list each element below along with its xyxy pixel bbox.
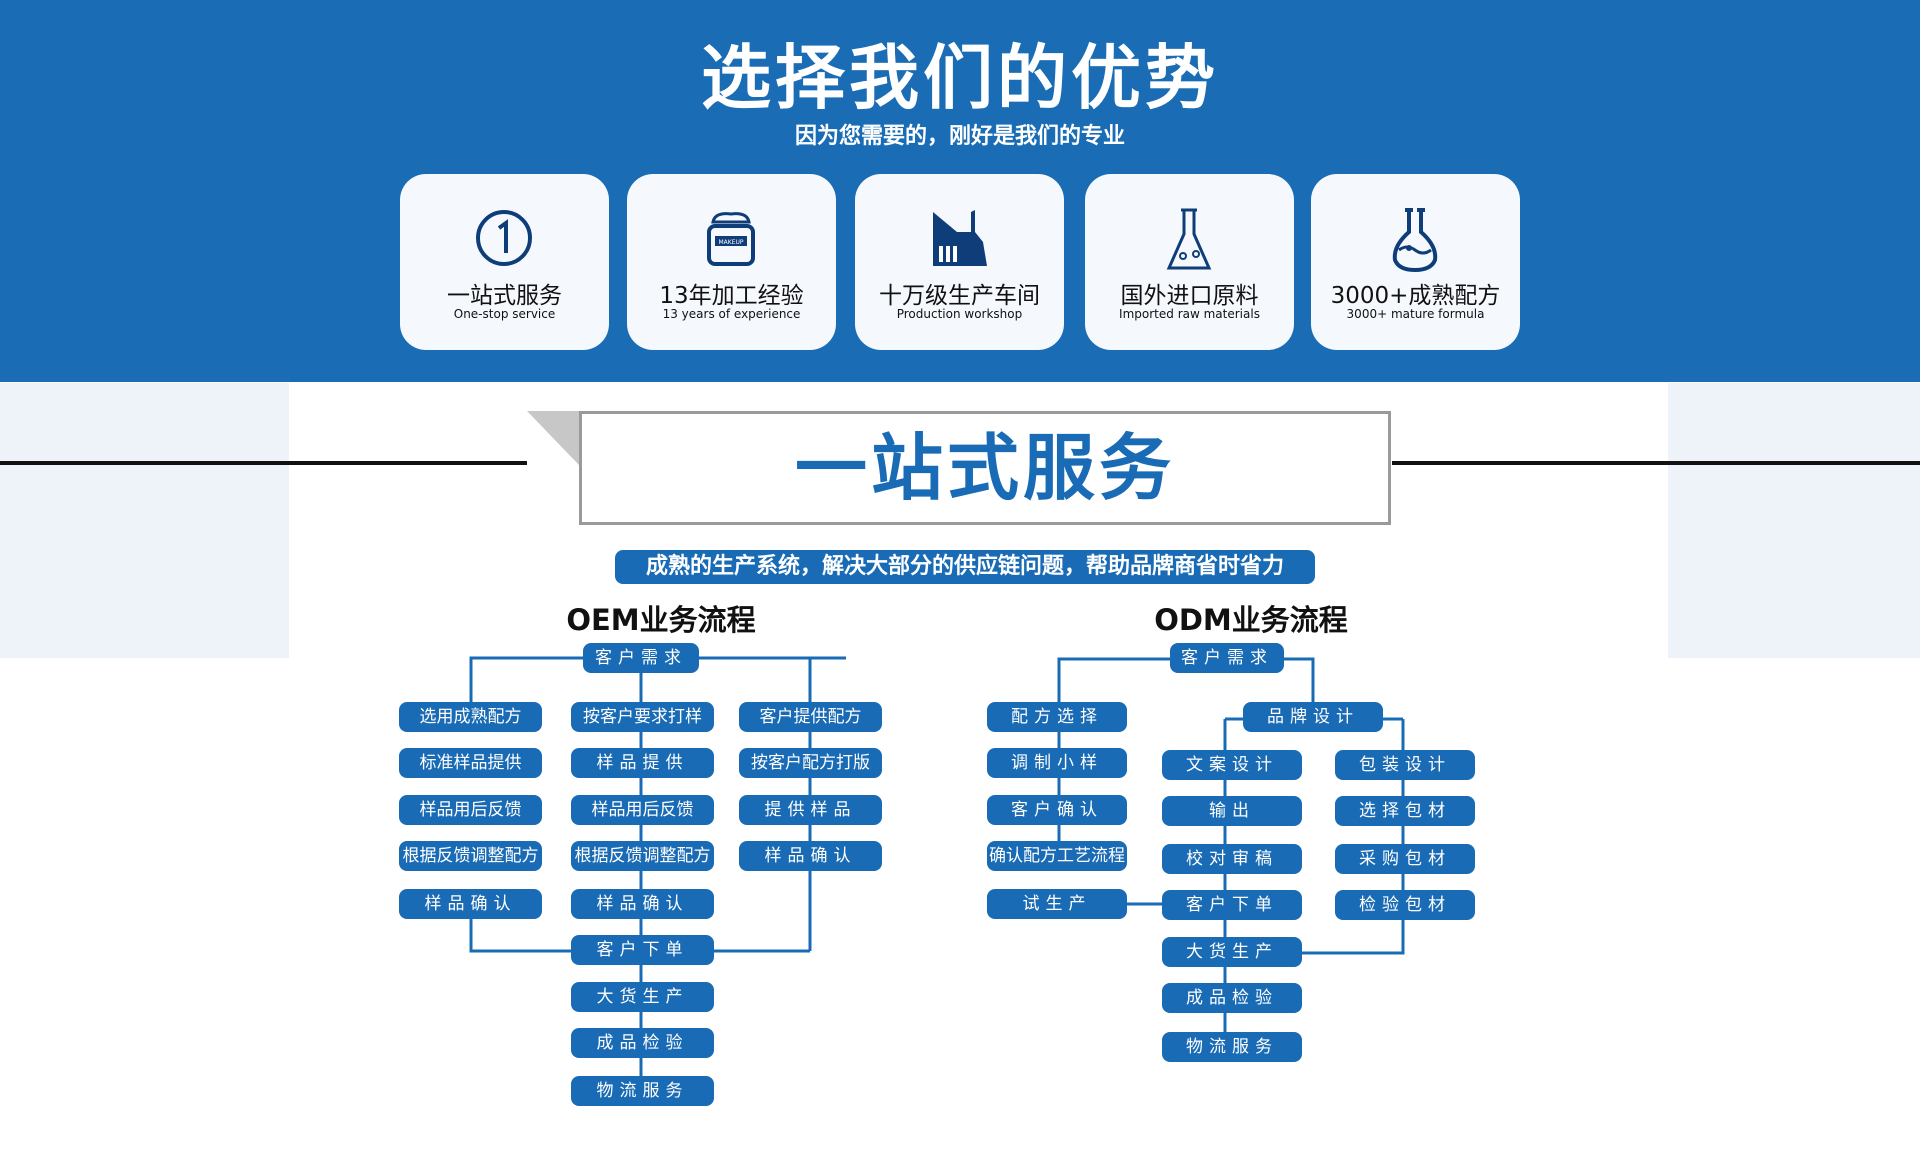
section-banner: 成熟的生产系统，解决大部分的供应链问题，帮助品牌商省时省力 <box>615 550 1315 584</box>
odm-flow-step: 确认配方工艺流程 <box>987 841 1127 871</box>
oem-flow-step: 样品提供 <box>571 748 714 778</box>
card-subtitle: 3000+ mature formula <box>1346 307 1485 321</box>
odm-flow-step: 客户需求 <box>1170 643 1284 673</box>
oem-flow-step: 大货生产 <box>571 982 714 1012</box>
odm-flow-step: 采购包材 <box>1335 844 1475 874</box>
odm-flow-step: 大货生产 <box>1162 937 1302 967</box>
feature-card-one-stop: 一站式服务 One-stop service <box>400 174 609 350</box>
odm-flow-step: 校对审稿 <box>1162 844 1302 874</box>
oem-flow-step: 根据反馈调整配方 <box>571 841 714 871</box>
page-title: 选择我们的优势 <box>701 37 1219 119</box>
feature-card-formula: 3000+成熟配方 3000+ mature formula <box>1311 174 1520 350</box>
svg-text:MAKEUP: MAKEUP <box>718 239 743 246</box>
oem-flow-step: 选用成熟配方 <box>399 702 542 732</box>
oem-flow-step: 物流服务 <box>571 1076 714 1106</box>
oem-flow-step: 样品用后反馈 <box>399 795 542 825</box>
card-subtitle: One-stop service <box>453 307 556 321</box>
oem-flow-step: 客户提供配方 <box>739 702 882 732</box>
card-title: 13年加工经验 <box>659 283 804 309</box>
odm-flow-step: 客户确认 <box>987 795 1127 825</box>
card-title: 一站式服务 <box>447 283 562 309</box>
card-subtitle: Imported raw materials <box>1119 307 1260 321</box>
oem-flow-step: 样品用后反馈 <box>571 795 714 825</box>
number-one-icon <box>476 210 532 266</box>
odm-flow-step: 配方选择 <box>987 702 1127 732</box>
odm-flow-step: 成品检验 <box>1162 983 1302 1013</box>
odm-flow-step: 调制小样 <box>987 748 1127 778</box>
oem-flow-step: 样品确认 <box>739 841 882 871</box>
oem-flow-step: 样品确认 <box>399 889 542 919</box>
oem-flow-step: 成品检验 <box>571 1028 714 1058</box>
odm-flow-step: 物流服务 <box>1162 1032 1302 1062</box>
feature-card-workshop: 十万级生产车间 Production workshop <box>855 174 1064 350</box>
divider-left <box>0 461 527 465</box>
card-subtitle: Production workshop <box>896 307 1023 321</box>
odm-flow-step: 品牌设计 <box>1243 702 1383 732</box>
flask-icon <box>1166 208 1212 270</box>
card-title: 3000+成熟配方 <box>1330 283 1501 309</box>
oem-flow-step: 根据反馈调整配方 <box>399 841 542 871</box>
factory-icon <box>933 210 987 266</box>
odm-flow-step: 选择包材 <box>1335 796 1475 826</box>
oem-title: OEM业务流程 <box>566 603 756 637</box>
oem-flow-step: 按客户要求打样 <box>571 702 714 732</box>
makeup-jar-icon: MAKEUP <box>707 212 755 266</box>
section-title: 一站式服务 <box>579 411 1391 525</box>
oem-flow-step: 客户需求 <box>583 643 699 673</box>
odm-flow-step: 包装设计 <box>1335 750 1475 780</box>
card-subtitle: 13 years of experience <box>662 307 801 321</box>
beaker-icon <box>1392 208 1438 272</box>
oem-flow-step: 样品确认 <box>571 889 714 919</box>
corner-triangle <box>527 411 579 465</box>
divider-right <box>1392 461 1920 465</box>
oem-flow-step: 客户下单 <box>571 935 714 965</box>
odm-flow-step: 文案设计 <box>1162 750 1302 780</box>
page-subtitle: 因为您需要的，刚好是我们的专业 <box>794 124 1125 149</box>
odm-flow-step: 输出 <box>1162 796 1302 826</box>
odm-flow-step: 检验包材 <box>1335 890 1475 920</box>
oem-flow-step: 提供样品 <box>739 795 882 825</box>
oem-flow-step: 标准样品提供 <box>399 748 542 778</box>
odm-flow-step: 试生产 <box>987 889 1127 919</box>
oem-flow-step: 按客户配方打版 <box>739 748 882 778</box>
side-panel-left <box>0 383 289 658</box>
card-title: 十万级生产车间 <box>879 283 1040 309</box>
feature-card-experience: MAKEUP 13年加工经验 13 years of experience <box>627 174 836 350</box>
side-panel-right <box>1668 383 1920 658</box>
feature-card-materials: 国外进口原料 Imported raw materials <box>1085 174 1294 350</box>
odm-title: ODM业务流程 <box>1154 603 1348 637</box>
odm-flow-step: 客户下单 <box>1162 890 1302 920</box>
card-title: 国外进口原料 <box>1120 283 1259 309</box>
